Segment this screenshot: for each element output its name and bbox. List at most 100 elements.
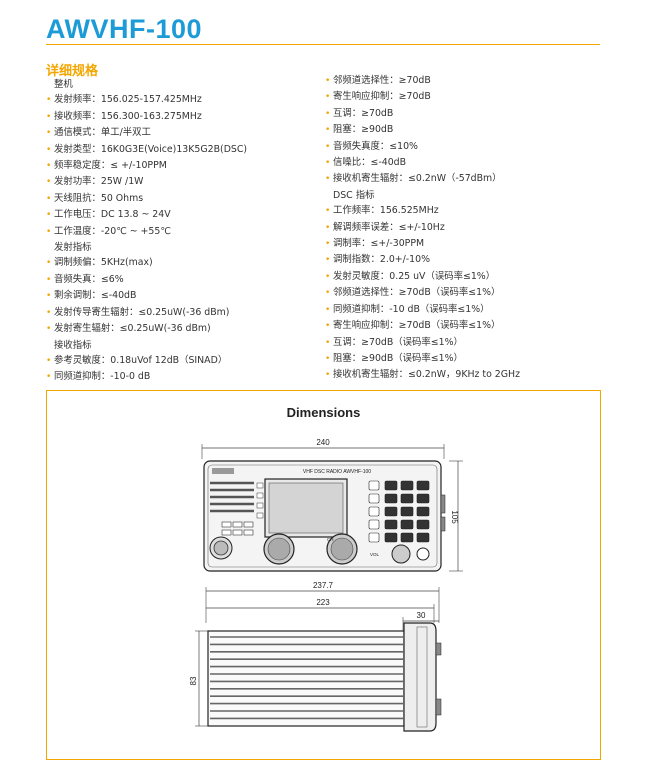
spec-item: •音频失真度：≤10% [325, 139, 625, 155]
spec-item: •阻塞：≥90dB（误码率≤1%） [325, 351, 625, 367]
bullet-icon: • [46, 355, 52, 366]
spec-item: •信噪比：≤-40dB [325, 155, 625, 171]
spec-text: 接收指标 [54, 339, 92, 351]
brand-logo [212, 468, 234, 474]
spec-item: •同频道抑制：-10-0 dB [46, 369, 326, 385]
bullet-icon: • [46, 111, 52, 122]
spec-item: •解调频率误差：≤+/-10Hz [325, 220, 625, 236]
keypad-key [384, 506, 398, 517]
spec-text: 工作频率：156.525MHz [333, 205, 439, 217]
spec-item: •寄生响应抑制：≥70dB（误码率≤1%） [325, 318, 625, 334]
spec-text: 接收频率：156.300-163.275MHz [54, 110, 202, 122]
spec-item: •通信模式：单工/半双工 [46, 125, 326, 141]
keypad-key [416, 506, 430, 517]
spec-item: •阻塞：≥90dB [325, 122, 625, 138]
keypad-key [400, 506, 414, 517]
spec-text: 整机 [54, 79, 73, 90]
spec-item: •邻频道选择性：≥70dB（误码率≤1%） [325, 285, 625, 301]
spec-text: 工作温度：-20℃ ~ +55℃ [54, 225, 171, 237]
spec-text: 同频道抑制：-10-0 dB [54, 371, 151, 383]
spec-item: •接收机寄生辐射：≤0.2nW（-57dBm） [325, 171, 625, 187]
side-front-panel [403, 622, 437, 732]
spec-text: 同频道抑制：-10 dB（误码率≤1%） [333, 303, 490, 315]
bullet-icon: • [46, 324, 52, 335]
keypad-key [400, 480, 414, 491]
squelch-knob [391, 544, 411, 564]
spec-subheading: DSC 指标 [325, 188, 625, 203]
spec-item: •同频道抑制：-10 dB（误码率≤1%） [325, 302, 625, 318]
spec-text: 发射寄生辐射：≤0.25uW(-36 dBm) [54, 323, 211, 335]
spec-item: •发射传导寄生辐射：≤0.25uW(-36 dBm) [46, 305, 326, 321]
keypad-key [400, 519, 414, 530]
spec-text: 阻塞：≥90dB（误码率≤1%） [333, 352, 463, 364]
bullet-icon: • [325, 174, 331, 185]
spec-list-right: •邻频道选择性：≥70dB•寄生响应抑制：≥70dB•互调：≥70dB•阻塞：≥… [325, 73, 625, 384]
bullet-icon: • [46, 161, 52, 172]
spec-item: •调制频偏：5KHz(max) [46, 255, 326, 271]
dimensions-drawing: 240 105 VHF DSC RADIO AWVHF-100 [189, 438, 463, 732]
keypad-key [384, 480, 398, 491]
keypad-key [400, 532, 414, 543]
spec-item: •调制率：≤+/-30PPM [325, 236, 625, 252]
svg-text:CH: CH [327, 537, 334, 542]
keypad [368, 480, 430, 543]
spec-text: 通信模式：单工/半双工 [54, 127, 151, 139]
spec-item: •参考灵敏度：0.18uVof 12dB（SINAD） [46, 353, 326, 369]
keypad-key [416, 532, 430, 543]
heatsink-fins [210, 636, 403, 720]
spec-text: DSC 指标 [333, 189, 375, 201]
spec-item: •邻频道选择性：≥70dB [325, 73, 625, 89]
keypad-key [384, 493, 398, 504]
bullet-icon: • [46, 95, 52, 106]
spec-item: •寄生响应抑制：≥70dB [325, 89, 625, 105]
bullet-icon: • [325, 271, 331, 282]
bullet-icon: • [325, 76, 331, 86]
spec-text: 寄生响应抑制：≥70dB（误码率≤1%） [333, 320, 501, 332]
spec-text: 天线阻抗：50 Ohms [54, 192, 144, 204]
spec-text: 发射频率：156.025-157.425MHz [54, 94, 202, 106]
side-height-label: 83 [189, 676, 198, 685]
spec-item: •发射灵敏度：0.25 uV（误码率≤1%） [325, 269, 625, 285]
bullet-icon: • [325, 125, 331, 136]
dimensions-title: Dimensions [286, 405, 361, 420]
spec-text: 阻塞：≥90dB [333, 124, 394, 136]
bullet-icon: • [325, 92, 331, 103]
bullet-icon: • [46, 226, 52, 237]
keypad-key [416, 519, 430, 530]
spec-item: •工作频率：156.525MHz [325, 203, 625, 219]
side-view: 237.7 223 30 83 [189, 581, 442, 732]
spec-subheading: 接收指标 [46, 338, 326, 353]
spec-text: 音频失真：≤6% [54, 273, 124, 285]
spec-text: 参考灵敏度：0.18uVof 12dB（SINAD） [54, 354, 228, 366]
bullet-icon: • [325, 108, 331, 119]
spec-item: •音频失真：≤6% [46, 272, 326, 288]
bullet-icon: • [46, 274, 52, 285]
title-divider [46, 44, 600, 45]
section-title: 详细规格 [46, 64, 99, 79]
bullet-icon: • [46, 177, 52, 188]
dimensions-panel: Dimensions 240 105 VHF DSC RADIO AWVHF-1… [46, 390, 601, 760]
distress-button [416, 547, 430, 561]
product-title: AWVHF-100 [46, 14, 203, 44]
keypad-key [368, 480, 380, 491]
spec-text: 调制率：≤+/-30PPM [333, 238, 425, 250]
keypad-key [368, 493, 380, 504]
spec-text: 工作电压：DC 13.8 ~ 24V [54, 209, 171, 221]
spec-item: •发射频率：156.025-157.425MHz [46, 92, 326, 108]
radio-side-body [207, 630, 405, 727]
spec-text: 发射指标 [54, 242, 92, 254]
keypad-key [368, 532, 380, 543]
bullet-icon: • [325, 158, 331, 169]
keypad-key [416, 493, 430, 504]
bullet-icon: • [46, 291, 52, 302]
spec-subheading: 发射指标 [46, 240, 326, 255]
device-label: VHF DSC RADIO AWVHF-100 [303, 469, 371, 475]
spec-text: 互调：≥70dB（误码率≤1%） [333, 336, 463, 348]
bullet-icon: • [325, 222, 331, 233]
bullet-icon: • [46, 307, 52, 318]
spec-text: 邻频道选择性：≥70dB（误码率≤1%） [333, 287, 501, 299]
bullet-icon: • [325, 141, 331, 152]
keypad-key [416, 480, 430, 491]
spec-text: 调制频偏：5KHz(max) [54, 257, 153, 269]
bullet-icon: • [325, 337, 331, 348]
